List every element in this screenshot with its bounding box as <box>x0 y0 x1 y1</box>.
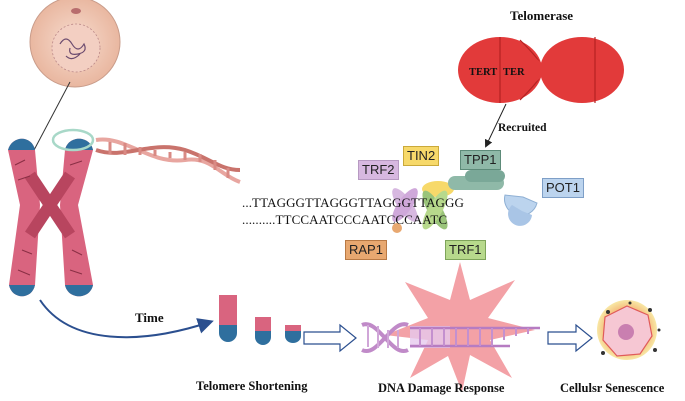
tert-label: TERT <box>469 67 498 78</box>
tpp1-label: TPP1 <box>460 150 501 170</box>
top-strand-sequence: ...TTAGGGTTAGGGTTAGGGTTAGGG <box>242 195 465 210</box>
trf1-label: TRF1 <box>445 240 486 260</box>
stage-telomere-shortening: Telomere Shortening <box>196 379 308 393</box>
stage-cellular-senescence: Cellulsr Senescence <box>560 381 665 395</box>
recruited-arrow <box>484 103 507 148</box>
bottom-strand-sequence: ..........TTCCAATCCCAATCCCAATC <box>242 212 448 227</box>
shelterin-complex-icon <box>392 170 538 233</box>
tin2-label: TIN2 <box>403 146 440 166</box>
trf2-label: TRF2 <box>358 160 399 180</box>
time-arrow <box>39 299 214 339</box>
dna-helix-icon <box>95 137 241 184</box>
pot1-label: POT1 <box>542 178 584 198</box>
recruited-label: Recruited <box>498 122 547 134</box>
senescent-cell-icon <box>597 300 661 360</box>
zoom-line <box>32 81 71 153</box>
stage-dna-damage-response: DNA Damage Response <box>378 381 505 395</box>
telomerase-enzyme-icon <box>458 37 624 103</box>
time-label: Time <box>135 310 164 325</box>
chromosome-icon <box>8 138 93 297</box>
cell-nucleus-icon <box>29 0 121 88</box>
rap1-label: RAP1 <box>345 240 387 260</box>
flow-arrow-2 <box>547 323 593 353</box>
telomere-highlight <box>51 128 95 152</box>
flow-arrow-1 <box>303 323 357 353</box>
dna-damage-burst-icon <box>361 262 540 392</box>
shortening-telomeres-icon <box>219 295 301 345</box>
telomerase-title: Telomerase <box>510 8 574 23</box>
ter-label: TER <box>503 67 525 78</box>
